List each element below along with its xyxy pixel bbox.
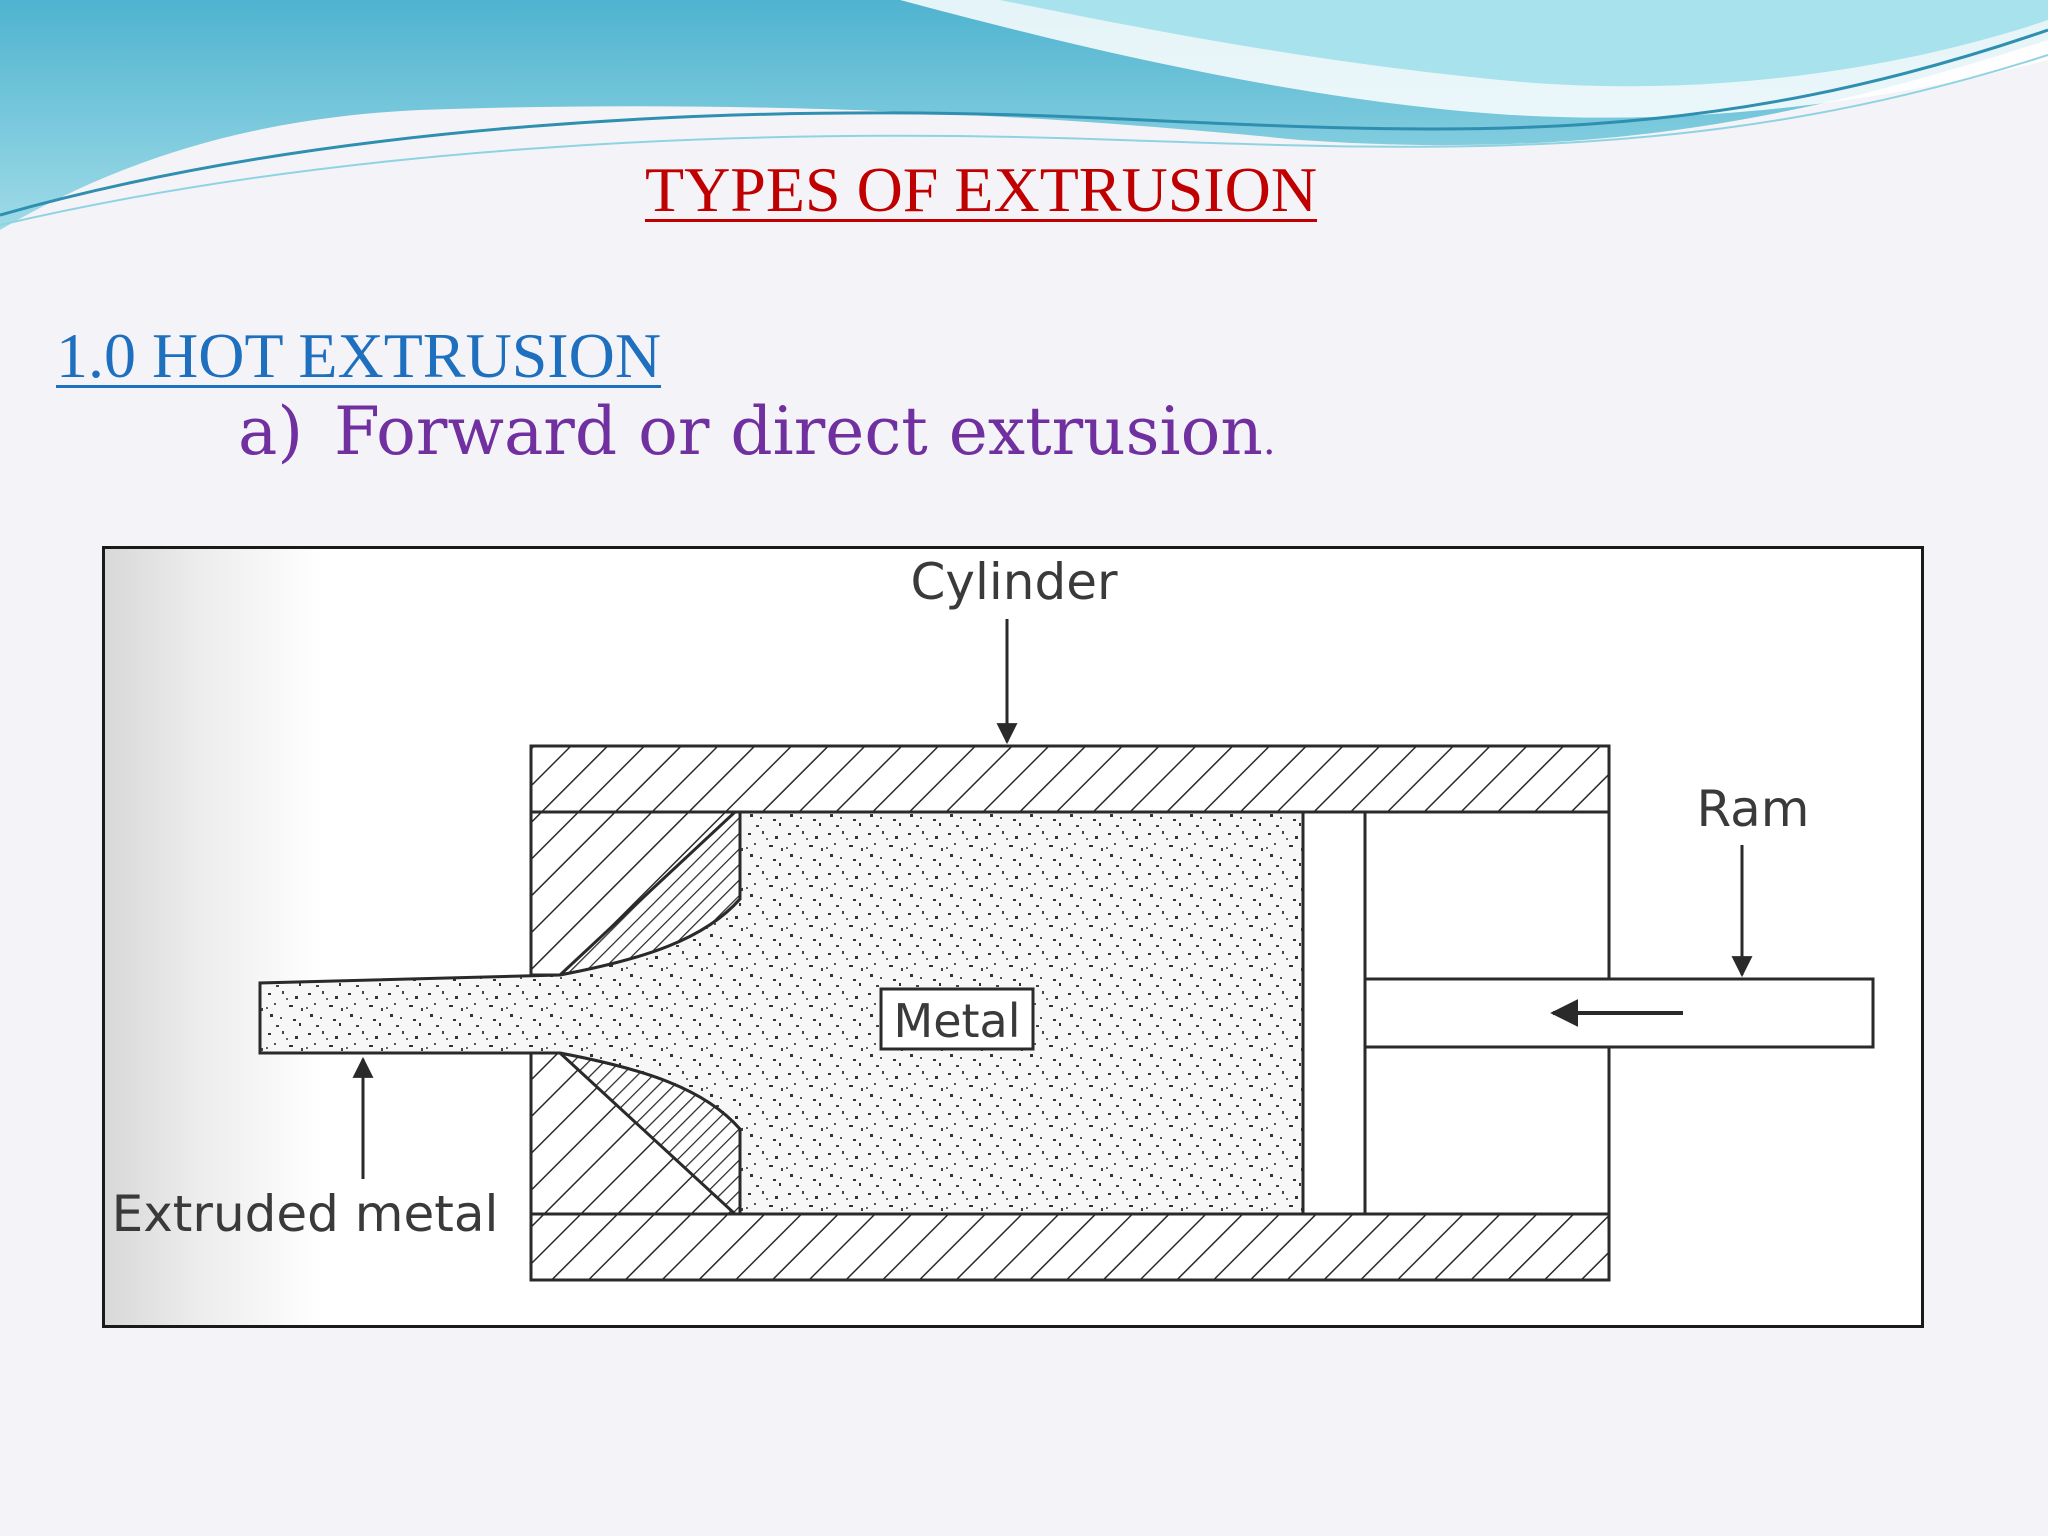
cylinder-label: Cylinder bbox=[910, 553, 1117, 611]
ram-label: Ram bbox=[1697, 780, 1810, 838]
extruded-metal-label: Extruded metal bbox=[112, 1185, 499, 1243]
cylinder-bottom-wall bbox=[529, 1212, 1611, 1282]
extrusion-diagram-svg: Metal Cylinder Ram Extruded metal bbox=[105, 549, 1921, 1325]
section-heading: 1.0 HOT EXTRUSION bbox=[56, 320, 662, 391]
metal-billet bbox=[258, 810, 1305, 1216]
bullet-item: a) Forward or direct extrusion. bbox=[238, 392, 1276, 481]
metal-label: Metal bbox=[894, 994, 1021, 1048]
bullet-marker: a) bbox=[238, 393, 304, 470]
extrusion-diagram: Metal Cylinder Ram Extruded metal bbox=[102, 546, 1924, 1328]
cylinder-top-wall bbox=[529, 744, 1611, 814]
bullet-text: Forward or direct extrusion bbox=[334, 393, 1263, 470]
slide-title: TYPES OF EXTRUSION bbox=[644, 154, 1318, 225]
metal-label-box bbox=[879, 987, 1035, 1051]
header-wave-decoration bbox=[0, 0, 2048, 240]
dummy-block bbox=[1301, 810, 1367, 1216]
bullet-trailing: . bbox=[1262, 418, 1276, 464]
